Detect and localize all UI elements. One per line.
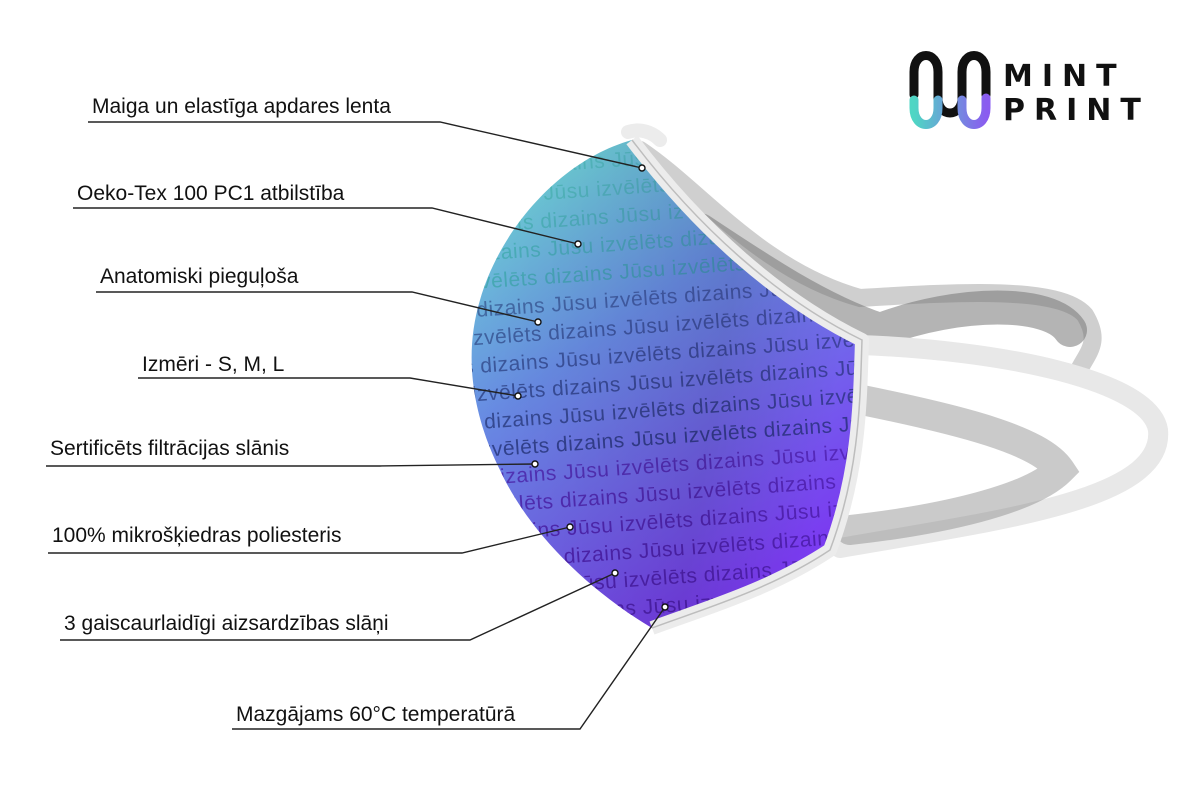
- leader-dot: [638, 164, 646, 172]
- leader-line: [96, 291, 539, 323]
- callout-trim-tape: Maiga un elastīga apdares lenta: [92, 95, 391, 118]
- ear-loop-upper: [631, 141, 1102, 377]
- leader-dot: [534, 318, 542, 326]
- logo-text-print: PRINT: [1003, 93, 1150, 128]
- logo-mark: [909, 51, 991, 129]
- leader-line: [138, 377, 519, 397]
- callout-layers: 3 gaiscaurlaidīgi aizsardzības slāņi: [64, 612, 389, 635]
- logo-text-mint: MINT: [1003, 59, 1126, 94]
- mask-pattern-row: Jūsu izvēlēts dizains Jūsu izvēlēts diza…: [403, 121, 1022, 187]
- leader-line: [60, 572, 616, 641]
- leader-line: [73, 207, 579, 245]
- leader-line: [232, 606, 666, 730]
- ear-loop-lower-shadow: [835, 385, 1080, 545]
- ear-loop-lower: [830, 335, 1169, 558]
- callout-sizes: Izmēri - S, M, L: [142, 353, 285, 376]
- callout-washable: Mazgājams 60°C temperatūrā: [236, 703, 516, 726]
- leader-dot: [514, 392, 522, 400]
- callout-anatomic-fit: Anatomiski pieguļoša: [100, 265, 299, 288]
- leader-dot: [566, 523, 574, 531]
- leader-dot: [574, 240, 582, 248]
- callout-filter-layer: Sertificēts filtrācijas slānis: [50, 437, 290, 460]
- callout-microfiber: 100% mikrošķiedras poliesteris: [52, 524, 342, 547]
- leader-dot: [611, 569, 619, 577]
- leader-lines: [46, 121, 669, 730]
- leader-dot: [531, 460, 539, 468]
- leader-line: [48, 526, 571, 554]
- leader-line: [46, 463, 536, 467]
- leader-dot: [661, 603, 669, 611]
- callout-oeko-tex: Oeko-Tex 100 PC1 atbilstība: [77, 182, 345, 205]
- leader-line: [88, 121, 643, 169]
